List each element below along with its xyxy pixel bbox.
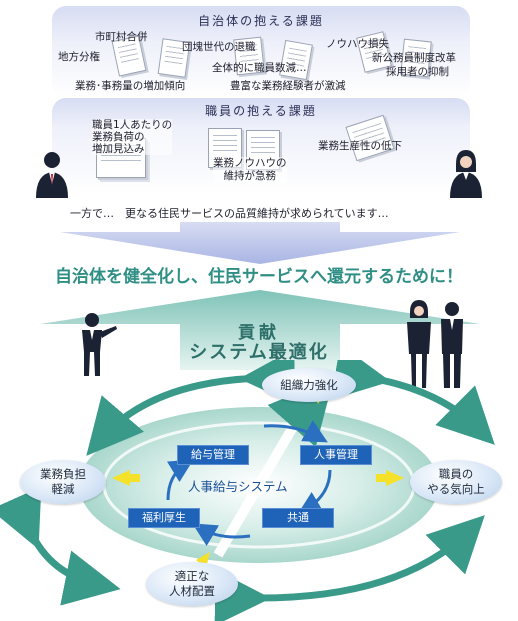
box-hr: 人事管理 <box>300 445 372 465</box>
down-arrow <box>60 222 460 264</box>
issue-knowhow-loss: ノウハウ損失 <box>326 38 389 50</box>
staff-issue-knowhow: 業務ノウハウの 維持が急務 <box>213 157 287 183</box>
up-arrow <box>40 290 480 370</box>
municipal-issues-title: 自治体の抱える課題 <box>198 14 324 28</box>
system-optimization-label: システム最適化 <box>189 342 329 363</box>
woman-icon <box>450 150 482 198</box>
box-common: 共通 <box>262 508 334 528</box>
issue-decentralization: 地方分権 <box>58 51 100 63</box>
box-payroll: 給与管理 <box>177 445 249 465</box>
box-welfare: 福利厚生 <box>128 508 200 528</box>
issue-civil-service-reform: 新公務員制度改革 <box>372 52 456 64</box>
issue-workload-increase: 業務･事務量の増加傾向 <box>75 80 186 92</box>
node-proper-placement: 適正な 人材配置 <box>146 562 238 606</box>
center-label: 人事給与システム <box>188 479 288 494</box>
issue-experienced-staff-loss: 豊富な業務経験者が激減 <box>230 80 346 92</box>
contribution-label: 貢献 <box>238 323 280 343</box>
issue-hiring-restraint: 採用者の抑制 <box>386 66 449 78</box>
issue-staff-decrease: 全体的に職員数減… <box>212 62 307 74</box>
staff-issues-title: 職員の抱える課題 <box>205 104 317 118</box>
arrow-bottom-right <box>214 515 485 621</box>
staff-issue-workload: 職員1人あたりの 業務負荷の 増加見込み <box>92 119 173 155</box>
arrow-bottom-left <box>0 486 121 606</box>
issue-merger: 市町村合併 <box>95 31 148 43</box>
issue-retirement: 団塊世代の退職 <box>182 41 256 53</box>
node-organizational-strength: 組織力強化 <box>262 368 356 402</box>
headline: 自治体を健全化し、住民サービスへ還元するために！ <box>55 267 463 287</box>
arrow-top-right <box>330 360 495 445</box>
node-staff-motivation: 職員の やる気向上 <box>410 460 502 504</box>
node-workload-reduction: 業務負担 軽減 <box>20 460 106 504</box>
staff-issue-productivity: 業務生産性の低下 <box>318 140 402 152</box>
bottom-note: 一方で… 更なる住民サービスの品質維持が求められています… <box>70 207 389 220</box>
man-icon <box>36 152 68 198</box>
arrow-top-left <box>86 360 297 456</box>
